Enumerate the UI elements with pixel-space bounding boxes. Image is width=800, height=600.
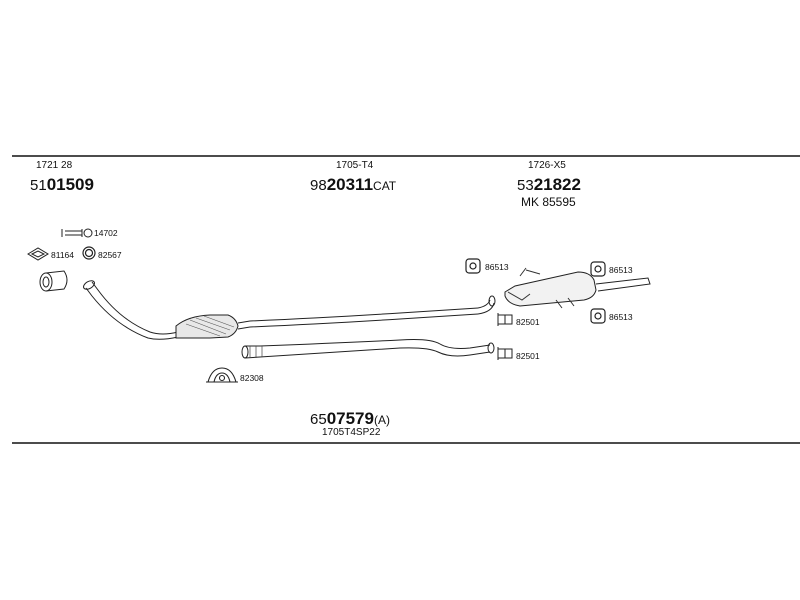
ring-gasket-part — [82, 246, 96, 260]
rear-part-prefix: 53 — [517, 177, 534, 194]
front-part-number: 5101509 — [30, 176, 94, 193]
rear-model-code: 1726-X5 — [528, 160, 566, 171]
middle-model-code: 1705-T4 — [336, 160, 374, 171]
bracket-lower — [497, 347, 513, 360]
bracket-lower-code: 82501 — [516, 351, 540, 361]
kit-code: 1705T4SP22 — [322, 427, 381, 438]
front-model-code: 1721 28 — [36, 160, 73, 171]
kit-prefix: 65 — [310, 411, 327, 428]
bolt-code: 14702 — [94, 228, 118, 238]
front-part-bold: 01509 — [46, 175, 94, 194]
middle-part-number: 9820311CAT — [310, 176, 396, 193]
rear-kit-code: MK 85595 — [521, 195, 576, 209]
rubber-mount-left — [465, 258, 481, 274]
lower-long-pipe — [241, 339, 495, 359]
ring-gasket-code: 82567 — [98, 250, 122, 260]
rear-silencer — [504, 267, 651, 309]
rubber-mount-low — [590, 308, 606, 324]
middle-part-bold: 20311 — [326, 175, 374, 194]
kit-part-number: 6507579(A) — [310, 410, 390, 427]
bracket-upper-code: 82501 — [516, 317, 540, 327]
rubber-mount-left-code: 86513 — [485, 262, 509, 272]
kit-suffix: (A) — [373, 413, 390, 427]
front-part-prefix: 51 — [30, 177, 47, 194]
bracket-upper — [497, 313, 513, 326]
clamp-part — [206, 367, 238, 383]
bolt-part — [61, 228, 93, 238]
sleeve-part — [39, 270, 68, 292]
middle-part-suffix: CAT — [373, 179, 397, 193]
middle-part-prefix: 98 — [310, 177, 327, 194]
front-pipe-with-catalyst — [83, 280, 479, 340]
rear-part-number: 5321822 — [517, 176, 581, 193]
rubber-mount-right-code: 86513 — [609, 265, 633, 275]
kit-bold: 07579 — [326, 409, 374, 428]
middle-pipe — [477, 295, 496, 315]
rubber-mount-low-code: 86513 — [609, 312, 633, 322]
rear-part-bold: 21822 — [533, 175, 581, 194]
clamp-code: 82308 — [240, 373, 264, 383]
rubber-mount-right — [590, 261, 606, 277]
gasket-diamond-code: 81164 — [51, 250, 75, 260]
gasket-diamond-part — [27, 247, 49, 261]
